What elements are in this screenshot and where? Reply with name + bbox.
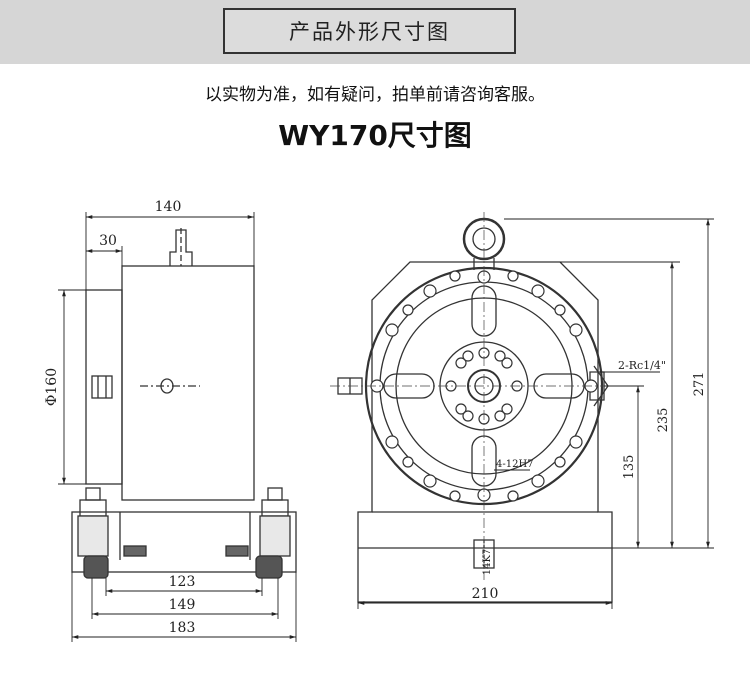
end-cover	[85, 289, 123, 485]
technical-drawing: 140 30 Φ160 123 149 183	[44, 199, 714, 642]
label-key: 14K7	[482, 549, 493, 576]
side-view	[71, 228, 297, 579]
dim-235: 235	[656, 408, 671, 433]
dim-123: 123	[169, 574, 196, 590]
dim-140: 140	[155, 199, 182, 215]
dim-183: 183	[169, 620, 196, 636]
drawing-title: WY170尺寸图	[278, 119, 472, 152]
dim-210: 210	[472, 586, 499, 602]
cylinder-body	[121, 265, 255, 501]
base-plate	[71, 511, 297, 573]
shaft-bolt	[91, 375, 113, 399]
page-title: 产品外形尺寸图	[223, 8, 516, 54]
label-holes: 4-12H7	[496, 459, 534, 470]
front-dimensions	[357, 218, 714, 609]
dim-30: 30	[99, 233, 117, 249]
flange-bolts	[370, 270, 598, 502]
dim-135: 135	[622, 455, 637, 480]
front-view	[337, 217, 613, 603]
dim-149: 149	[169, 597, 196, 613]
hub-bolts	[445, 347, 523, 425]
center-lines	[330, 212, 620, 580]
dim-diameter: Φ160	[44, 368, 60, 406]
side-dimensions	[58, 212, 297, 642]
notice-text: 以实物为准，如有疑问，拍单前请咨询客服。	[205, 85, 545, 105]
dim-271: 271	[692, 372, 707, 397]
label-port: 2-Rc1/4"	[618, 359, 666, 372]
